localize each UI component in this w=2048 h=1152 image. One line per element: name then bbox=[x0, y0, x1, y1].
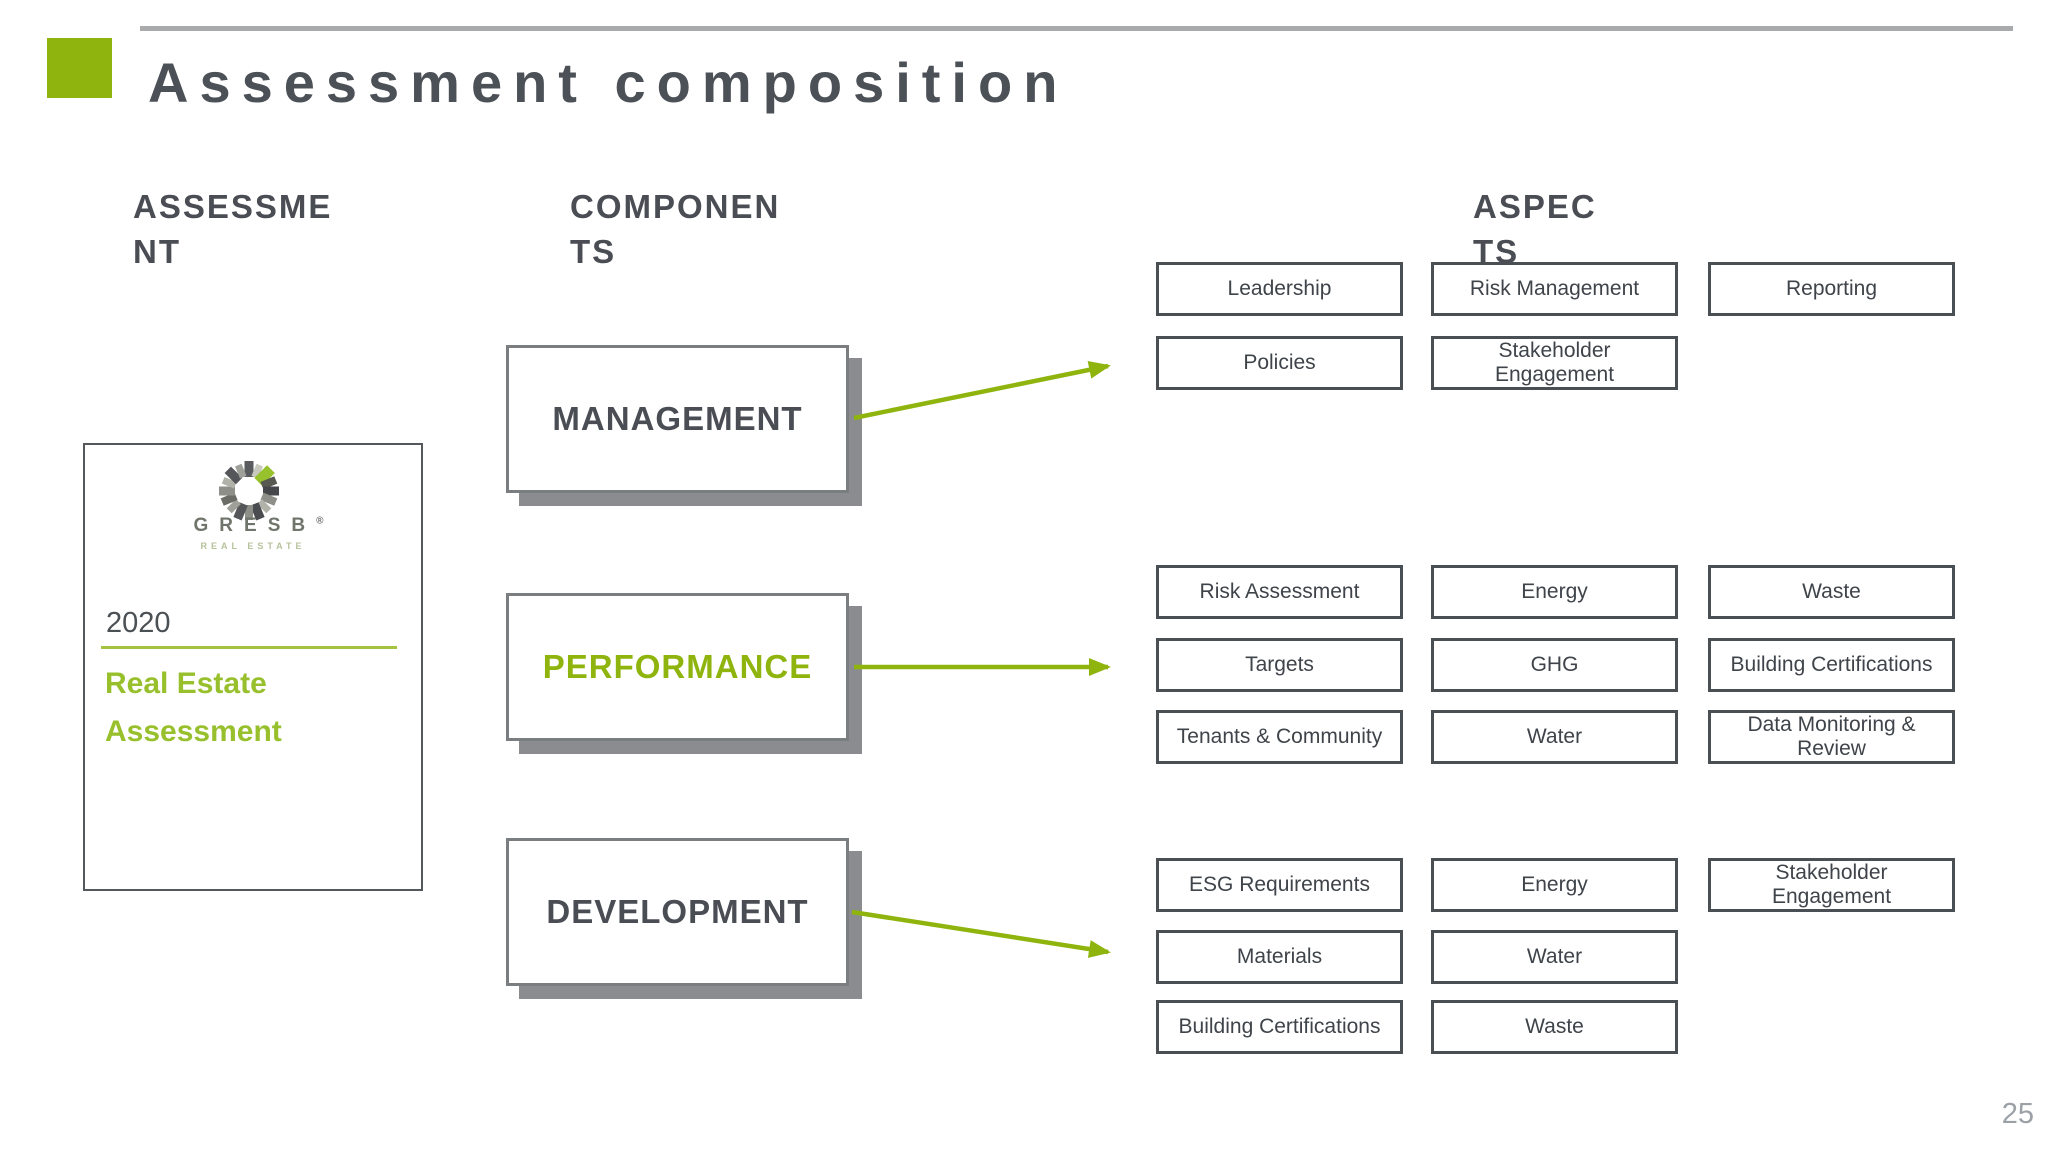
component-box-development: DEVELOPMENT bbox=[506, 838, 849, 986]
column-header-aspects-line1: ASPEC bbox=[1473, 188, 1597, 225]
aspect-cell-waste-perf: Waste bbox=[1708, 565, 1955, 619]
aspect-cell-stakeholder-engagement-mgmt: Stakeholder Engagement bbox=[1431, 336, 1678, 390]
component-box-performance: PERFORMANCE bbox=[506, 593, 849, 741]
gresb-logo-text: GRESB® bbox=[85, 515, 421, 537]
accent-square bbox=[47, 38, 112, 98]
column-header-assessment: ASSESSME NT bbox=[133, 184, 332, 274]
registered-mark: ® bbox=[316, 515, 324, 527]
column-header-components: COMPONEN TS bbox=[570, 184, 780, 274]
aspect-cell-waste-dev: Waste bbox=[1431, 1000, 1678, 1054]
aspect-cell-building-certifications-perf: Building Certifications bbox=[1708, 638, 1955, 692]
arrow-development-to-aspects bbox=[851, 909, 1111, 958]
component-box-management: MANAGEMENT bbox=[506, 345, 849, 493]
aspect-cell-data-monitoring-review: Data Monitoring & Review bbox=[1708, 710, 1955, 764]
arrow-management-to-aspects bbox=[853, 360, 1111, 421]
gresb-ring-logo-icon bbox=[219, 461, 279, 521]
aspect-cell-energy-perf: Energy bbox=[1431, 565, 1678, 619]
aspect-cell-tenants-community: Tenants & Community bbox=[1156, 710, 1403, 764]
aspect-cell-materials: Materials bbox=[1156, 930, 1403, 984]
column-header-components-line1: COMPONEN bbox=[570, 188, 781, 225]
card-year-underline bbox=[101, 646, 397, 649]
aspect-cell-water-dev: Water bbox=[1431, 930, 1678, 984]
aspect-cell-ghg: GHG bbox=[1431, 638, 1678, 692]
aspect-cell-energy-dev: Energy bbox=[1431, 858, 1678, 912]
top-rule-divider bbox=[140, 26, 2013, 31]
aspect-cell-risk-management: Risk Management bbox=[1431, 262, 1678, 316]
gresb-assessment-card: GRESB® REAL ESTATE 2020 Real Estate Asse… bbox=[83, 443, 423, 891]
card-product-line1: Real Estate bbox=[105, 667, 267, 700]
card-year: 2020 bbox=[106, 607, 171, 639]
aspect-cell-esg-requirements: ESG Requirements bbox=[1156, 858, 1403, 912]
page-title: Assessment composition bbox=[148, 51, 1069, 114]
column-header-assessment-line1: ASSESSME bbox=[133, 188, 333, 225]
aspect-cell-water-perf: Water bbox=[1431, 710, 1678, 764]
gresb-logo-subtext: REAL ESTATE bbox=[200, 541, 306, 551]
aspect-cell-targets: Targets bbox=[1156, 638, 1403, 692]
aspect-cell-leadership: Leadership bbox=[1156, 262, 1403, 316]
page-number: 25 bbox=[2001, 1098, 2034, 1130]
column-header-aspects: ASPEC TS bbox=[1473, 184, 1597, 274]
aspect-cell-stakeholder-engagement-dev: Stakeholder Engagement bbox=[1708, 858, 1955, 912]
card-product-line2: Assessment bbox=[105, 715, 282, 748]
aspect-cell-reporting: Reporting bbox=[1708, 262, 1955, 316]
column-header-components-line2: TS bbox=[570, 233, 617, 270]
gresb-logo-word: GRESB bbox=[193, 515, 317, 536]
aspect-cell-building-certifications-dev: Building Certifications bbox=[1156, 1000, 1403, 1054]
aspect-cell-risk-assessment: Risk Assessment bbox=[1156, 565, 1403, 619]
column-header-assessment-line2: NT bbox=[133, 233, 181, 270]
aspect-cell-policies: Policies bbox=[1156, 336, 1403, 390]
